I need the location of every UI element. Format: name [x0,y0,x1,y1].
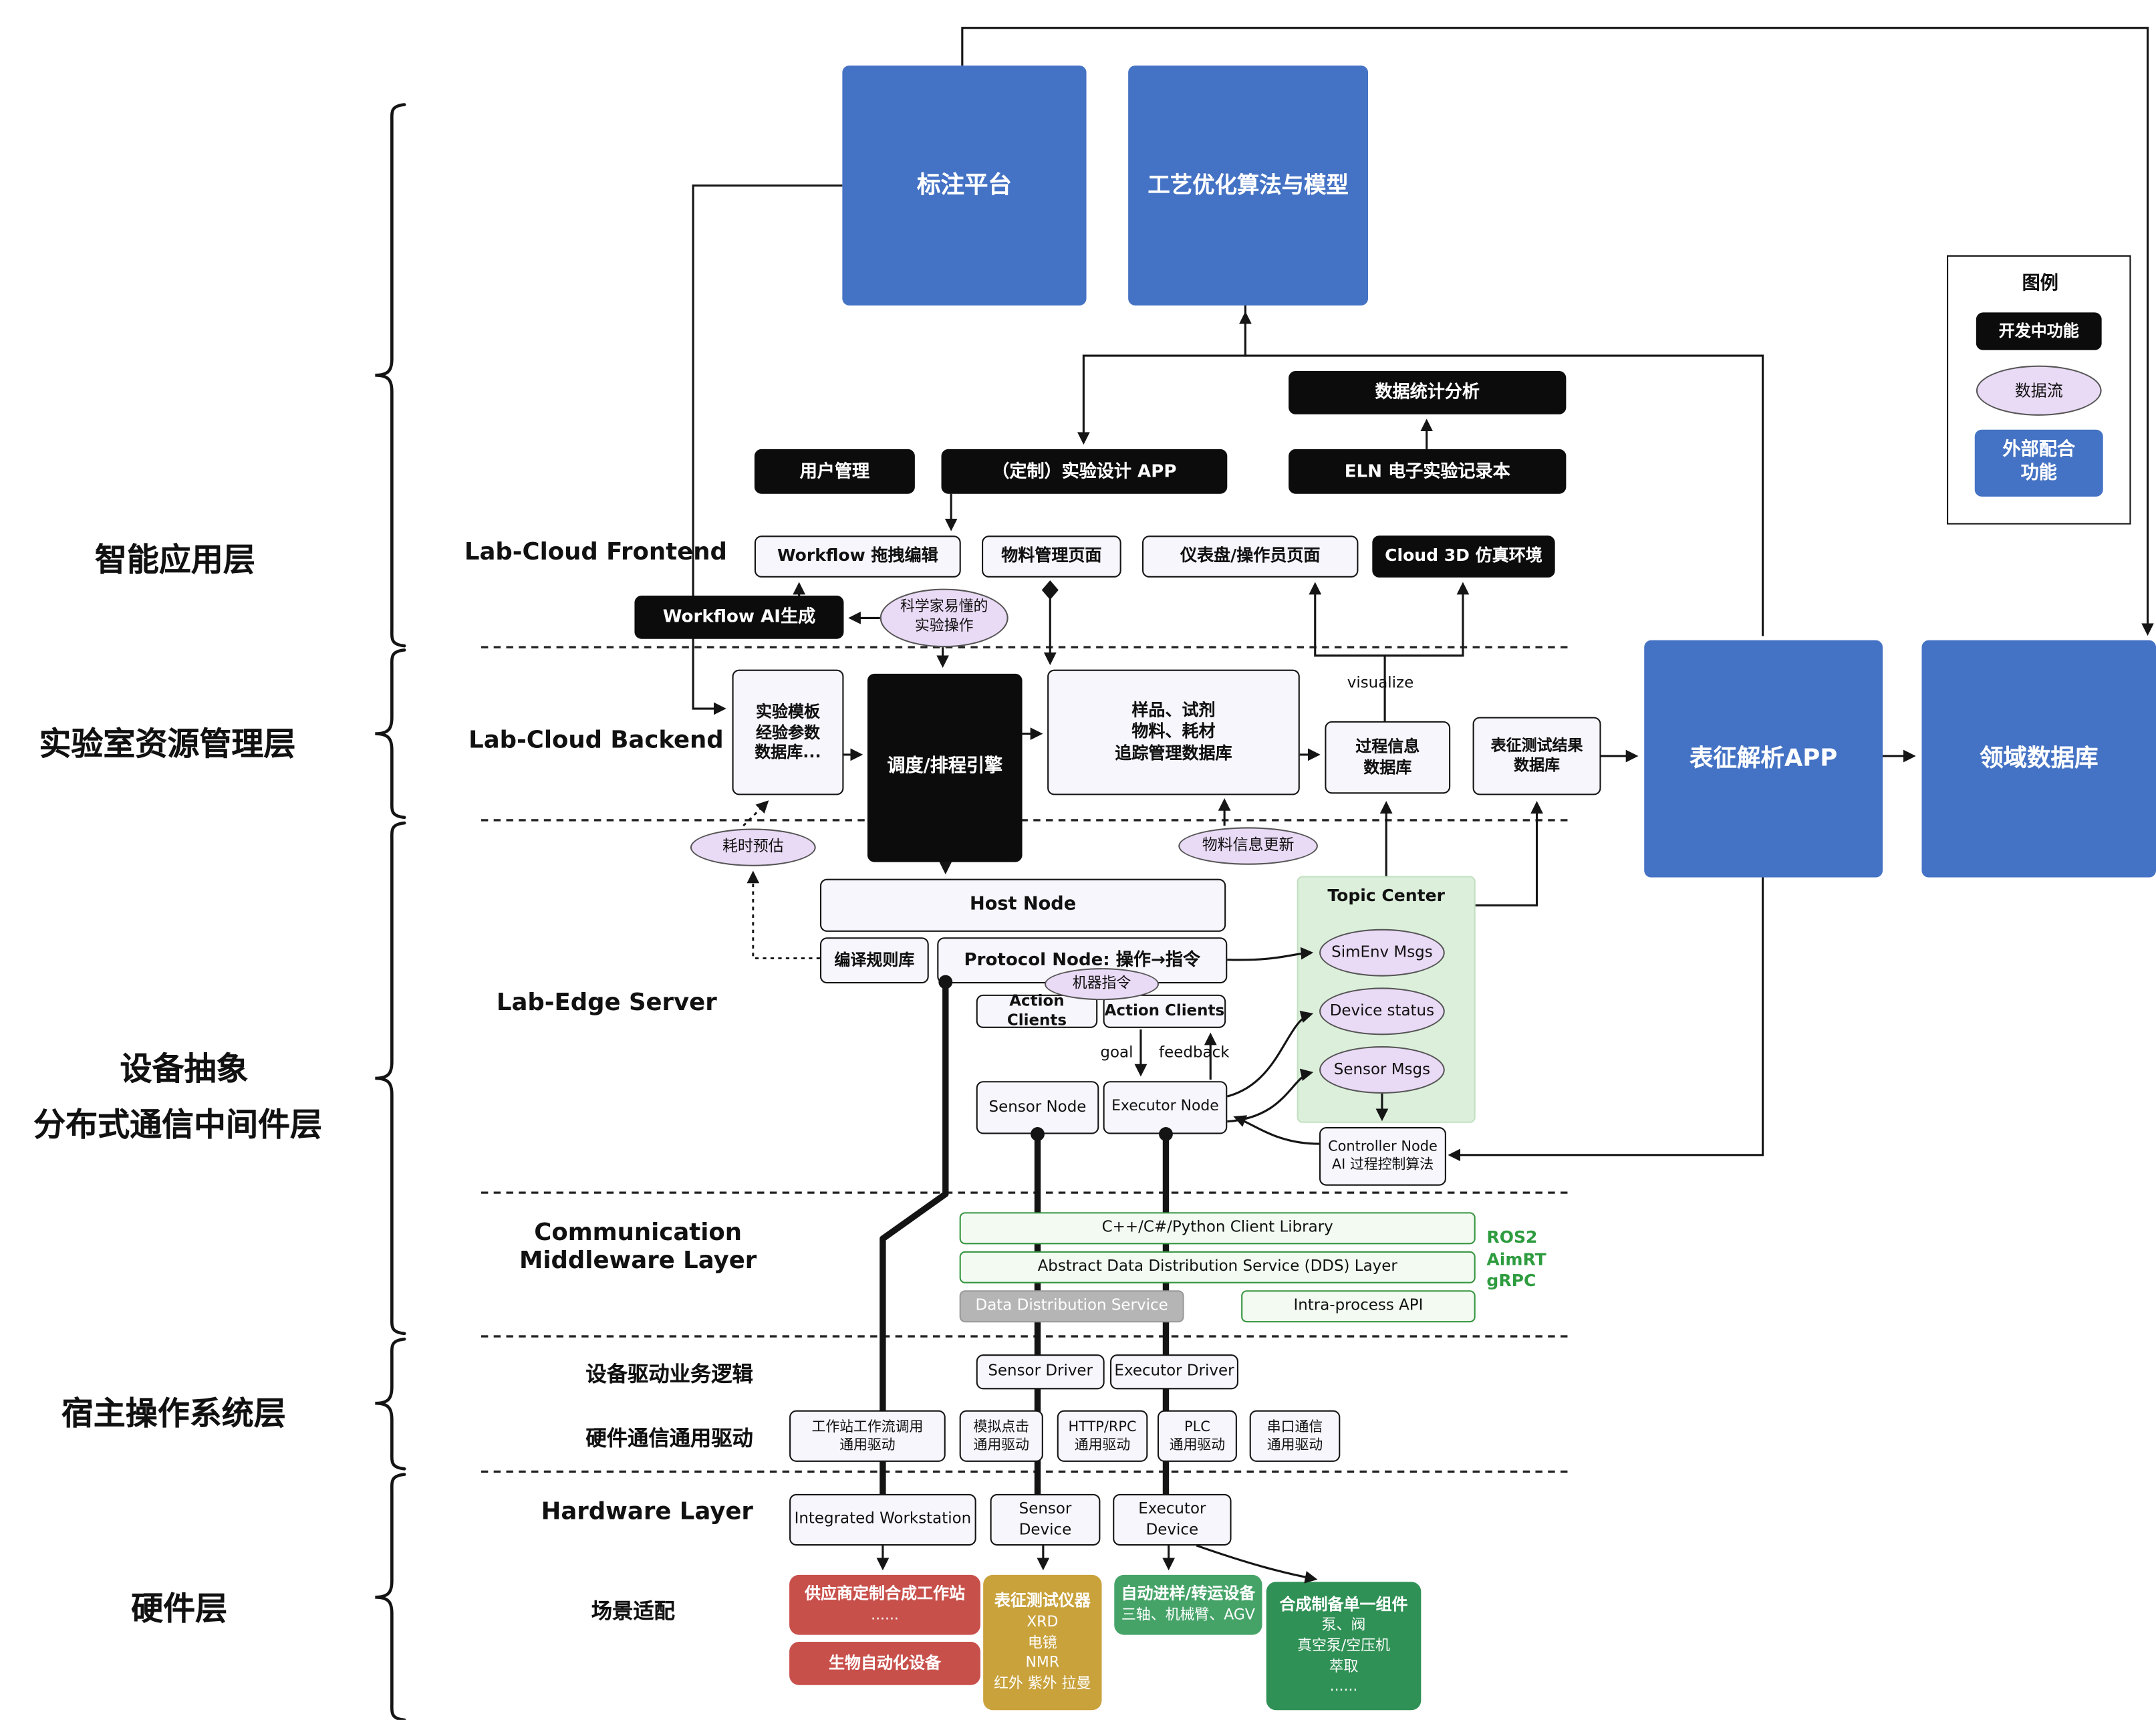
process-info-db-node: 过程信息 数据库 [1325,721,1451,794]
sensor-driver-node: Sensor Driver [976,1354,1105,1390]
device-status-ellipse: Device status [1319,987,1445,1035]
intra-process-api-node: Intra-process API [1241,1290,1476,1323]
middleware-stacks-label: ROS2 AimRT gRPC [1486,1227,1546,1291]
characterization-db-node: 表征测试结果 数据库 [1472,717,1601,795]
synthesis-components-node: 合成制备单一组件 泵、阀 真空泵/空压机 萃取 ...... [1266,1582,1422,1711]
integrated-workstation-node: Integrated Workstation [789,1493,976,1546]
characterization-app-node: 表征解析APP [1644,640,1883,878]
serial-driver-node: 串口通信 通用驱动 [1249,1410,1341,1462]
sensor-msgs-ellipse: Sensor Msgs [1319,1046,1445,1094]
transfer-equipment-sub: 三轴、机械臂、AGV [1121,1606,1255,1624]
sample-tracking-db-node: 样品、试剂 物料、耗材 追踪管理数据库 [1047,669,1300,795]
bio-automation-node: 生物自动化设备 [789,1642,980,1685]
characterization-instruments-node: 表征测试仪器 XRD 电镜 NMR 红外 紫外 拉曼 [983,1574,1102,1711]
legend-developing-chip: 开发中功能 [1976,312,2102,350]
plc-driver-node: PLC 通用驱动 [1157,1410,1237,1462]
vendor-workstation-node: 供应商定制合成工作站 ...... [789,1574,980,1635]
layer-label-middleware: 分布式通信中间件层 [33,1107,323,1144]
template-db-node: 实验模板 经验参数 数据库... [732,669,844,795]
frontend-section-label: Lab-Cloud Frontend [464,538,727,567]
hardware-section-label: Hardware Layer [541,1498,753,1526]
transfer-equipment-title: 自动进样/转运设备 [1121,1584,1256,1604]
annotation-platform-node: 标注平台 [842,66,1087,305]
edge-section-label: Lab-Edge Server [496,989,717,1017]
sensor-device-node: Sensor Device [990,1493,1101,1546]
visualize-label: visualize [1347,673,1414,693]
synthesis-components-items: 泵、阀 真空泵/空压机 萃取 ...... [1297,1617,1390,1696]
driver-logic-label: 设备驱动业务逻辑 [585,1361,753,1387]
action-clients-node-2: Action Clients [1103,994,1226,1028]
annotation-to-template-link [692,184,843,715]
action-clients-node-1: Action Clients [976,991,1098,1029]
characterization-instruments-items: XRD 电镜 NMR 红外 紫外 拉曼 [994,1614,1091,1693]
domain-db-node: 领域数据库 [1921,640,2156,878]
eln-node: ELN 电子实验记录本 [1289,449,1567,494]
workstation-driver-node: 工作站工作流调用 通用驱动 [789,1410,946,1462]
experiment-design-app-node: （定制）实验设计 APP [941,449,1228,494]
backend-section-label: Lab-Cloud Backend [468,727,724,755]
controller-node: Controller Node AI 过程控制算法 [1319,1127,1446,1186]
legend-external-chip: 外部配合 功能 [1974,429,2103,497]
client-library-node: C++/C#/Python Client Library [959,1212,1476,1245]
machine-cmd-ellipse: 机器指令 [1044,968,1160,1001]
process-optimization-node: 工艺优化算法与模型 [1128,66,1369,305]
compile-rules-node: 编译规则库 [819,937,929,984]
scheduler-node: 调度/排程引擎 [867,673,1023,862]
layer-label-application: 智能应用层 [94,542,255,579]
scientist-ops-ellipse: 科学家易懂的 实验操作 [880,588,1008,648]
workflow-editor-node: Workflow 拖拽编辑 [754,535,961,578]
dds-layer-node: Abstract Data Distribution Service (DDS)… [959,1251,1476,1283]
topic-center-title: Topic Center [1327,886,1445,906]
vendor-workstation-sub: ...... [871,1606,899,1624]
goal-label: goal [1100,1043,1133,1062]
hw-comm-driver-label: 硬件通信通用驱动 [585,1425,753,1451]
vendor-workstation-title: 供应商定制合成工作站 [805,1584,965,1604]
synthesis-components-title: 合成制备单一组件 [1279,1594,1408,1614]
time-estimate-ellipse: 耗时预估 [690,828,816,866]
simenv-msgs-ellipse: SimEnv Msgs [1319,929,1445,977]
transfer-equipment-node: 自动进样/转运设备 三轴、机械臂、AGV [1114,1574,1262,1635]
host-node: Host Node [819,878,1226,932]
layer-label-lab-resource: 实验室资源管理层 [39,727,296,763]
dashboard-page-node: 仪表盘/操作员页面 [1142,535,1359,578]
layer-label-host-os: 宿主操作系统层 [61,1396,286,1433]
executor-node: Executor Node [1103,1081,1228,1134]
user-management-node: 用户管理 [754,449,915,494]
characterization-instruments-title: 表征测试仪器 [994,1590,1091,1610]
cloud-3d-sim-node: Cloud 3D 仿真环境 [1372,535,1555,578]
layer-label-hardware: 硬件层 [131,1591,228,1628]
scene-adapt-label: 场景适配 [591,1598,675,1624]
data-statistics-node: 数据统计分析 [1289,371,1567,414]
executor-driver-node: Executor Driver [1110,1354,1238,1390]
workflow-ai-node: Workflow AI生成 [634,596,844,639]
legend-dataflow-ellipse: 数据流 [1976,365,2102,416]
material-page-node: 物料管理页面 [982,535,1121,578]
http-rpc-driver-node: HTTP/RPC 通用驱动 [1057,1410,1148,1462]
material-update-ellipse: 物料信息更新 [1178,827,1318,865]
middleware-section-label: Communication Middleware Layer [519,1219,757,1275]
bio-automation-title: 生物自动化设备 [829,1652,942,1673]
click-sim-driver-node: 模拟点击 通用驱动 [959,1410,1043,1462]
executor-device-node: Executor Device [1113,1493,1232,1546]
sensor-node: Sensor Node [976,1081,1099,1134]
feedback-label: feedback [1159,1043,1230,1062]
dds-service-node: Data Distribution Service [959,1290,1184,1323]
layer-label-device-abstraction: 设备抽象 [120,1052,249,1088]
legend-title: 图例 [2022,273,2058,295]
